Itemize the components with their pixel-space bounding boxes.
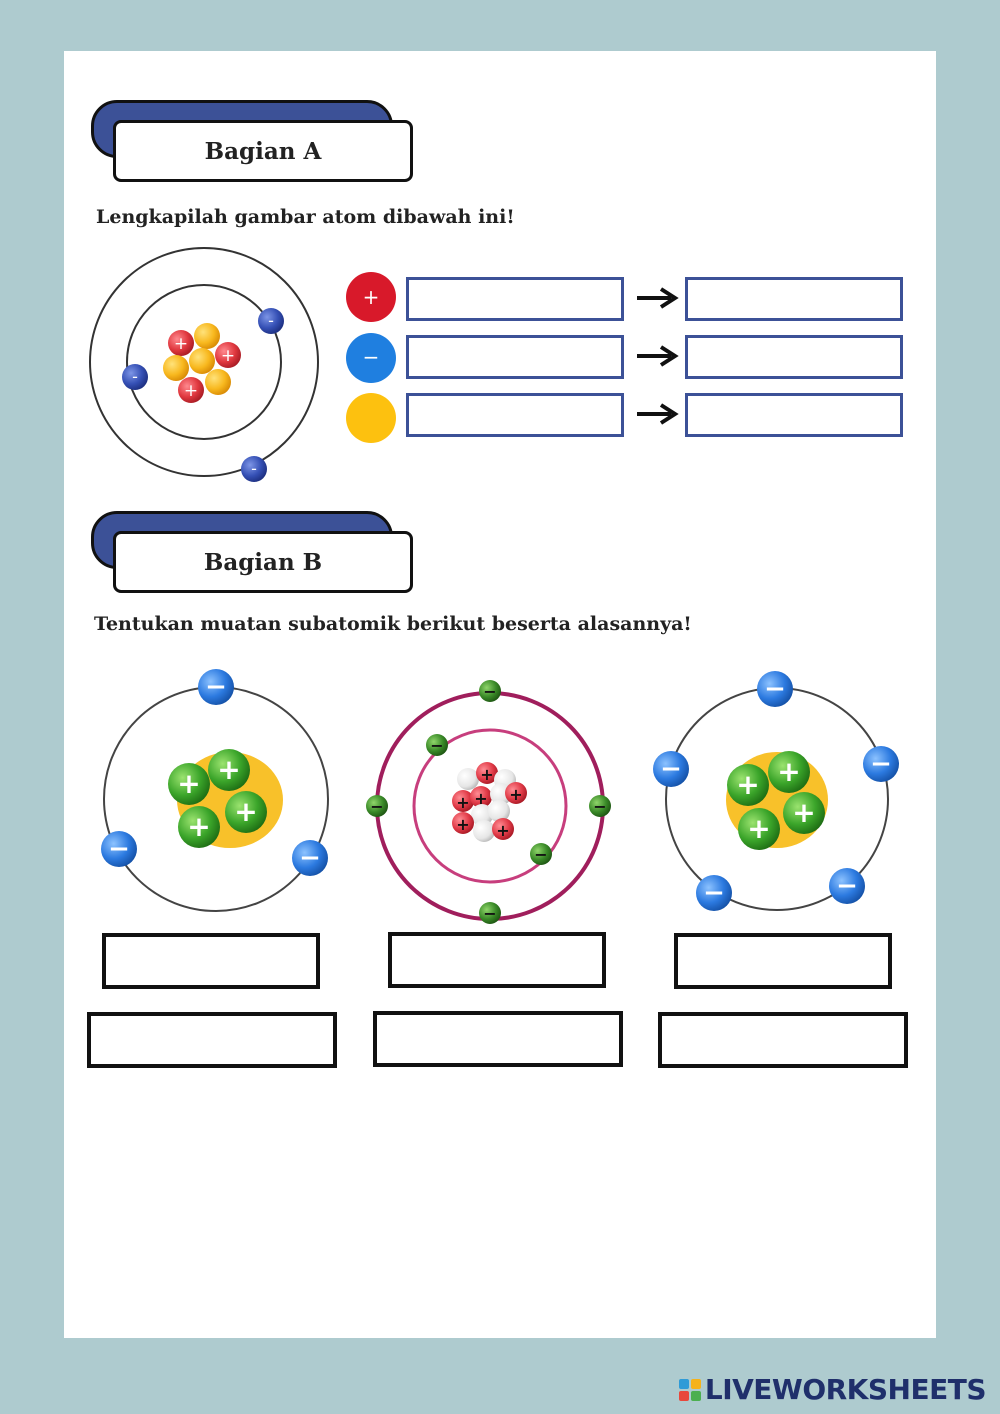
neutron-name-answer-box[interactable] [406, 393, 624, 437]
proton-green: + [783, 792, 825, 834]
worksheet-page: Bagian A Lengkapilah gambar atom dibawah… [64, 51, 936, 1338]
svg-text:+: + [177, 767, 200, 800]
section-a-title: Bagian A [113, 120, 413, 182]
inner-orbit [126, 284, 282, 440]
electron-green: − [589, 795, 611, 817]
electron-name-answer-box[interactable] [406, 335, 624, 379]
svg-text:+: + [480, 765, 493, 784]
proton-sign: + [184, 381, 198, 401]
svg-text:−: − [870, 749, 892, 779]
proton-sign: + [174, 334, 188, 354]
brand-name: LIVEWORKSHEETS [704, 1373, 987, 1406]
outer-orbit [89, 247, 319, 477]
liveworksheets-logo-icon [678, 1378, 701, 1401]
electron-a3: - [241, 456, 267, 482]
svg-text:−: − [534, 845, 547, 864]
svg-text:−: − [483, 682, 496, 701]
electron-blue: − [757, 671, 793, 707]
electron-blue: − [696, 875, 732, 911]
svg-text:+: + [474, 789, 487, 808]
electron-blue: − [653, 751, 689, 787]
proton-sign: + [221, 346, 235, 366]
atom-diagram-a: + + + - - - [89, 247, 319, 482]
atom-2-reason-answer-box[interactable] [373, 1011, 623, 1067]
svg-text:-: - [268, 311, 274, 330]
proton-green: + [178, 806, 220, 848]
proton-green: + [168, 763, 210, 805]
proton-charge-answer-box[interactable] [685, 277, 903, 321]
atom-3-charge-answer-box[interactable] [674, 933, 892, 989]
section-b-header: Bagian B [91, 511, 413, 593]
nucleus-b2: + + + + + + [452, 762, 527, 842]
svg-text:+: + [736, 768, 759, 801]
svg-text:−: − [370, 797, 383, 816]
atom-diagram-b2: + + + + + + − − − − − − [366, 680, 611, 924]
electron-a2: - [122, 364, 148, 390]
proton-green: + [727, 764, 769, 806]
electron-blue: − [829, 868, 865, 904]
svg-text:+: + [792, 796, 815, 829]
liveworksheets-brand: LIVEWORKSHEETS [678, 1373, 987, 1406]
atom-2-charge-answer-box[interactable] [388, 932, 606, 988]
electron-blue: − [292, 840, 328, 876]
proton-name-answer-box[interactable] [406, 277, 624, 321]
proton-dot: + [346, 272, 396, 322]
electron-green: − [479, 902, 501, 924]
atom-1-charge-answer-box[interactable] [102, 933, 320, 989]
section-b-instruction: Tentukan muatan subatomik berikut besert… [94, 613, 692, 635]
atom-1-reason-answer-box[interactable] [87, 1012, 337, 1068]
electron-a1: - [258, 308, 284, 334]
neutron-dot [346, 393, 396, 443]
electron-green: − [530, 843, 552, 865]
svg-text:+: + [777, 755, 800, 788]
svg-text:+: + [363, 285, 380, 309]
section-b-title: Bagian B [113, 531, 413, 593]
proton-green: + [768, 751, 810, 793]
electron-blue: − [101, 831, 137, 867]
arrow-right-icon [637, 345, 679, 367]
svg-text:−: − [108, 834, 130, 864]
svg-text:−: − [703, 878, 725, 908]
proton-green: + [738, 808, 780, 850]
atom-3-reason-answer-box[interactable] [658, 1012, 908, 1068]
nucleus-a: + + + [163, 323, 241, 403]
svg-text:−: − [299, 843, 321, 873]
svg-text:−: − [363, 345, 380, 369]
svg-text:+: + [496, 821, 509, 840]
electron-dot: − [346, 333, 396, 383]
arrow-right-icon [637, 403, 679, 425]
svg-text:+: + [509, 785, 522, 804]
svg-text:+: + [234, 795, 257, 828]
svg-text:−: − [660, 754, 682, 784]
svg-text:+: + [187, 810, 210, 843]
svg-text:-: - [251, 459, 257, 478]
arrow-right-icon [637, 287, 679, 309]
svg-text:−: − [430, 736, 443, 755]
electron-green: − [366, 795, 388, 817]
svg-text:+: + [747, 812, 770, 845]
electron-charge-answer-box[interactable] [685, 335, 903, 379]
proton-green: + [208, 749, 250, 791]
electron-blue: − [198, 669, 234, 705]
proton-green: + [225, 791, 267, 833]
electron-green: − [479, 680, 501, 702]
neutron-charge-answer-box[interactable] [685, 393, 903, 437]
electron-green: − [426, 734, 448, 756]
svg-text:−: − [764, 674, 786, 704]
svg-text:+: + [456, 815, 469, 834]
svg-text:−: − [836, 871, 858, 901]
atom-diagram-b3: + + + + − − − − − [653, 671, 899, 911]
svg-text:−: − [483, 904, 496, 923]
svg-text:−: − [593, 797, 606, 816]
svg-text:-: - [132, 367, 138, 386]
svg-text:+: + [217, 753, 240, 786]
section-a-instruction: Lengkapilah gambar atom dibawah ini! [96, 206, 515, 228]
svg-text:−: − [205, 672, 227, 702]
section-a-header: Bagian A [91, 100, 413, 182]
electron-blue: − [863, 746, 899, 782]
svg-text:+: + [456, 793, 469, 812]
atom-diagram-b1: + + + + − − − [101, 669, 329, 912]
